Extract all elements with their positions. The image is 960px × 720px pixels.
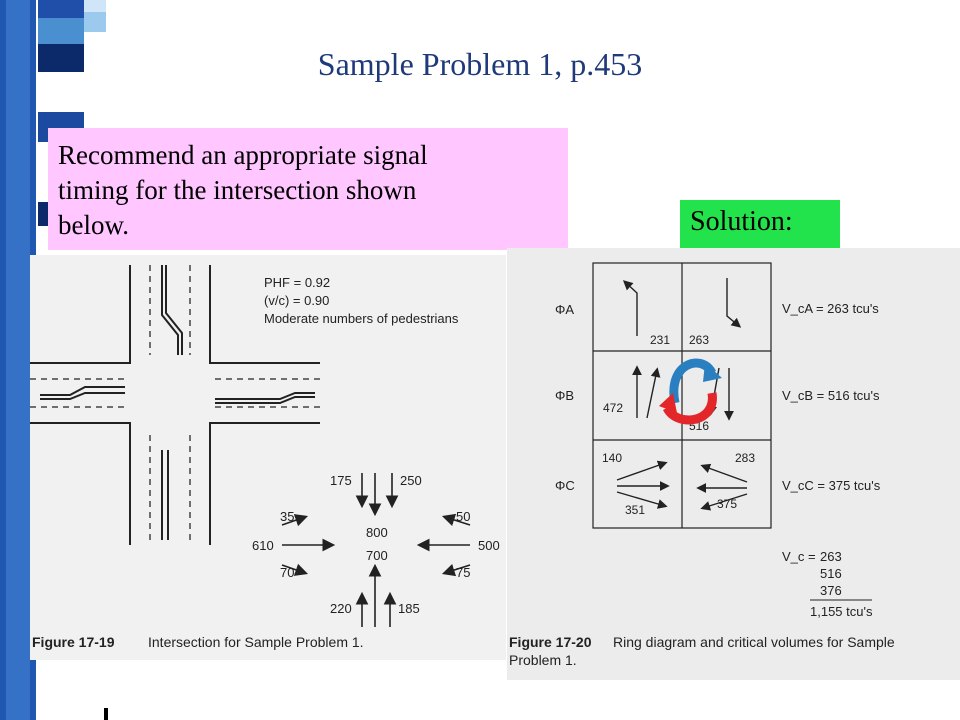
critical-c: V_cC = 375 tcu's (782, 478, 881, 493)
sum-value: 376 (820, 583, 842, 598)
condition-vc: (v/c) = 0.90 (264, 293, 329, 308)
prompt-line: Recommend an appropriate signal (58, 140, 428, 170)
critical-b: V_cB = 516 tcu's (782, 388, 880, 403)
cell-c2-top-value: 283 (735, 451, 755, 465)
sum-label: V_c = (782, 549, 816, 564)
cell-a2-value: 263 (689, 333, 709, 347)
prompt-text: Recommend an appropriate signal timing f… (58, 138, 528, 243)
solution-box (680, 200, 840, 248)
intersection-drawing: PHF = 0.92 (v/c) = 0.90 Moderate numbers… (30, 265, 500, 650)
figure-label-right: Figure 17-20 (509, 634, 592, 650)
critical-a: V_cA = 263 tcu's (782, 301, 879, 316)
sum-value: 516 (820, 566, 842, 581)
sum-total: 1,155 tcu's (810, 604, 873, 619)
sum-value: 263 (820, 549, 842, 564)
prompt-line: timing for the intersection shown (58, 175, 417, 205)
median-islands (40, 265, 315, 540)
vol-nb-left: 220 (330, 601, 352, 616)
phase-c-label: ΦC (555, 478, 575, 493)
phase-a-label: ΦA (555, 302, 574, 317)
vol-eb-right: 70 (280, 565, 294, 580)
lane-markings (30, 265, 320, 540)
ring-grid (592, 262, 772, 529)
vol-nb-right: 185 (398, 601, 420, 616)
ring-diagram-drawing: ΦA ΦB ΦC 231 263 472 516 140 351 283 375 (509, 262, 895, 668)
condition-phf: PHF = 0.92 (264, 275, 330, 290)
intersection-figure: PHF = 0.92 (v/c) = 0.90 Moderate numbers… (30, 255, 506, 660)
vol-eb-through: 610 (252, 538, 274, 553)
cell-a1-value: 231 (650, 333, 670, 347)
phase-b-label: ΦB (555, 388, 574, 403)
movement-arrows (616, 278, 748, 511)
figure-caption-left: Intersection for Sample Problem 1. (148, 634, 364, 650)
vol-sb-right: 250 (400, 473, 422, 488)
cycle-arrows (659, 358, 722, 425)
vol-wb-through: 500 (478, 538, 500, 553)
cell-b1-value: 472 (603, 401, 623, 415)
cell-c1-top-value: 140 (602, 451, 622, 465)
condition-pedestrians: Moderate numbers of pedestrians (264, 311, 459, 326)
cell-c1-bottom-value: 351 (625, 503, 645, 517)
ring-diagram-figure: ΦA ΦB ΦC 231 263 472 516 140 351 283 375 (507, 248, 960, 680)
vol-wb-right: 75 (456, 565, 470, 580)
vol-sb-left: 175 (330, 473, 352, 488)
volume-arrows (281, 473, 471, 627)
figure-caption-right-cont: Problem 1. (509, 652, 577, 668)
solution-label: Solution: (690, 206, 793, 237)
figure-caption-right: Ring diagram and critical volumes for Sa… (613, 634, 895, 650)
figure-label-left: Figure 17-19 (32, 634, 115, 650)
road-edges (30, 265, 320, 545)
prompt-line: below. (58, 210, 129, 240)
prompt-box (48, 128, 568, 250)
vol-nb-through: 700 (366, 548, 388, 563)
vol-sb-through: 800 (366, 525, 388, 540)
vol-eb-left: 35 (280, 509, 294, 524)
vol-wb-left: 50 (456, 509, 470, 524)
slide-title: Sample Problem 1, p.453 (317, 46, 643, 82)
cell-c2-bottom-value: 375 (717, 497, 737, 511)
